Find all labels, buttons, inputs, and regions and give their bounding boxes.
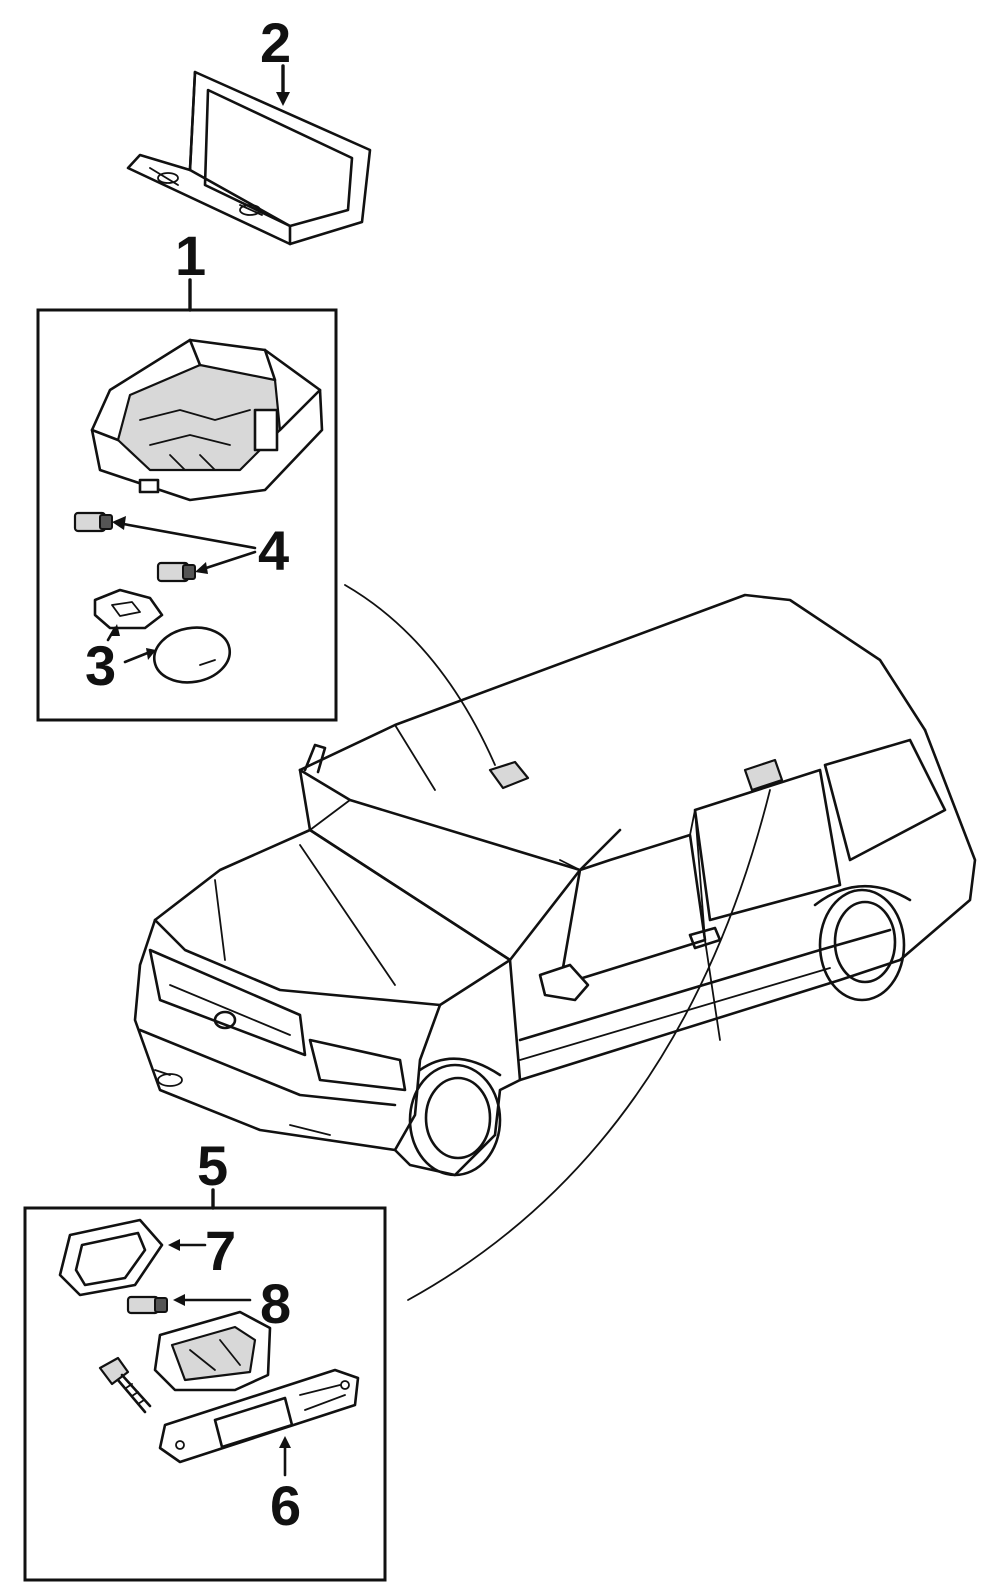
part-7-lens — [58, 1218, 164, 1297]
part-8-bulb — [126, 1295, 168, 1315]
callout-4-group: 4 — [112, 516, 289, 582]
part-6-base-bracket — [158, 1368, 360, 1464]
box-5-frame — [23, 1206, 387, 1582]
callout-6-group: 6 — [270, 1436, 301, 1537]
callout-7-group: 7 — [168, 1219, 236, 1282]
cargo-lamp-housing — [153, 1310, 272, 1392]
leader-dome-to-roof — [344, 584, 496, 766]
minivan-illustration — [133, 593, 977, 1177]
leader-cargo-to-roof — [407, 789, 771, 1301]
callout-3: 3 — [85, 634, 116, 697]
callout-5-group: 5 — [197, 1134, 228, 1210]
callout-7: 7 — [205, 1219, 236, 1282]
callout-6: 6 — [270, 1474, 301, 1537]
mounting-screw — [98, 1356, 152, 1414]
part-4-bulbs — [73, 511, 196, 583]
callout-1: 1 — [175, 224, 206, 287]
callout-3-group: 3 — [85, 624, 156, 697]
callout-2-group: 2 — [260, 11, 291, 106]
callout-1-group: 1 — [175, 224, 206, 312]
callout-2: 2 — [260, 11, 291, 74]
dome-lamp-housing — [90, 338, 324, 502]
box-1-frame — [36, 308, 338, 722]
callout-5: 5 — [197, 1134, 228, 1197]
part-3-lenses — [93, 588, 232, 684]
part-2-lens-bezel — [126, 70, 372, 246]
callout-4: 4 — [258, 519, 289, 582]
